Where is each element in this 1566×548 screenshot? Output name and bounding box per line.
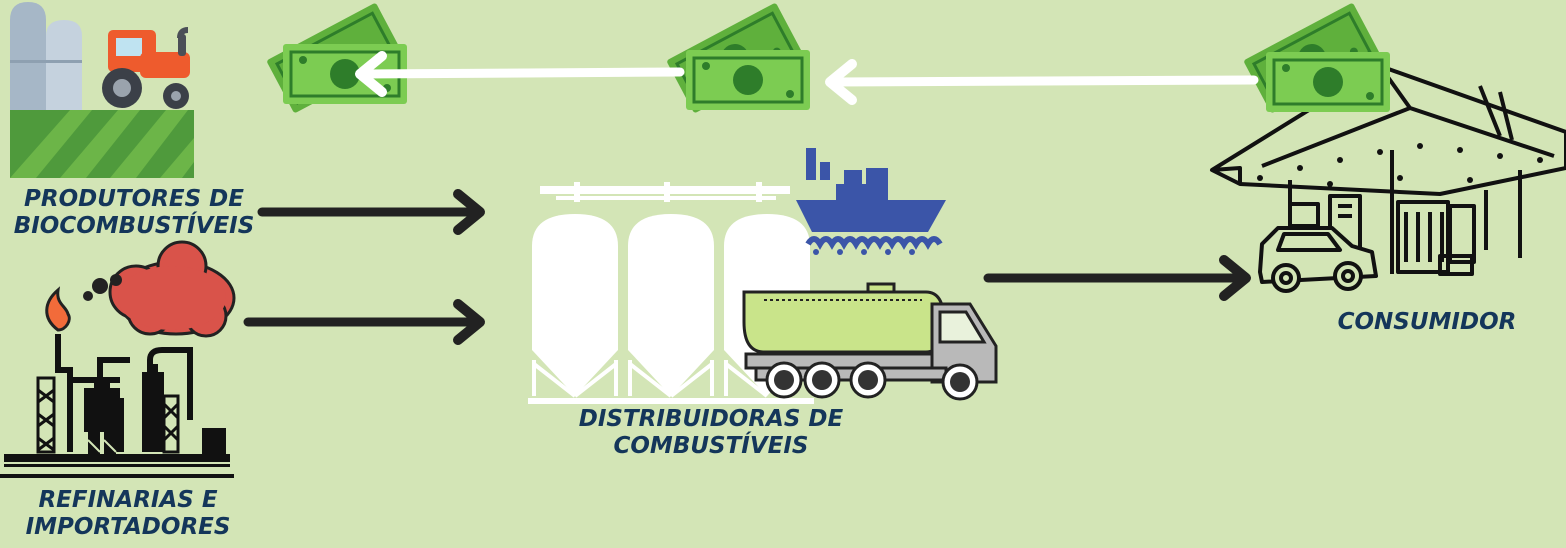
distributors-label-line2: COMBUSTÍVEIS [613, 433, 809, 459]
refineries-label-line1: REFINARIAS E [38, 487, 218, 513]
consumer-label: CONSUMIDOR [1312, 309, 1542, 336]
producers-label-line2: BIOCOMBUSTÍVEIS [13, 213, 255, 239]
fuel-flow-arrow [257, 189, 485, 235]
money-flow-arrow [355, 51, 685, 97]
money-flow-arrow [825, 59, 1259, 105]
money-icon [1241, 0, 1392, 116]
producers-label-line1: PRODUTORES DE [24, 186, 244, 212]
consumer-label-text: CONSUMIDOR [1337, 309, 1517, 335]
money-icon [664, 0, 812, 116]
refineries-label: REFINARIAS E IMPORTADORES [0, 487, 256, 541]
fuel-flow-arrow [243, 299, 485, 345]
tanker-truck-icon [742, 282, 998, 401]
distributors-label-line1: DISTRIBUIDORAS DE [578, 406, 844, 432]
refinery-icon [0, 240, 236, 478]
ship-icon [796, 148, 946, 255]
distributors-label: DISTRIBUIDORAS DE COMBUSTÍVEIS [556, 406, 866, 460]
fuel-flow-arrow [983, 255, 1251, 301]
refineries-label-line2: IMPORTADORES [25, 514, 231, 540]
producers-label: PRODUTORES DE BIOCOMBUSTÍVEIS [0, 186, 268, 240]
farm-icon [10, 2, 194, 178]
